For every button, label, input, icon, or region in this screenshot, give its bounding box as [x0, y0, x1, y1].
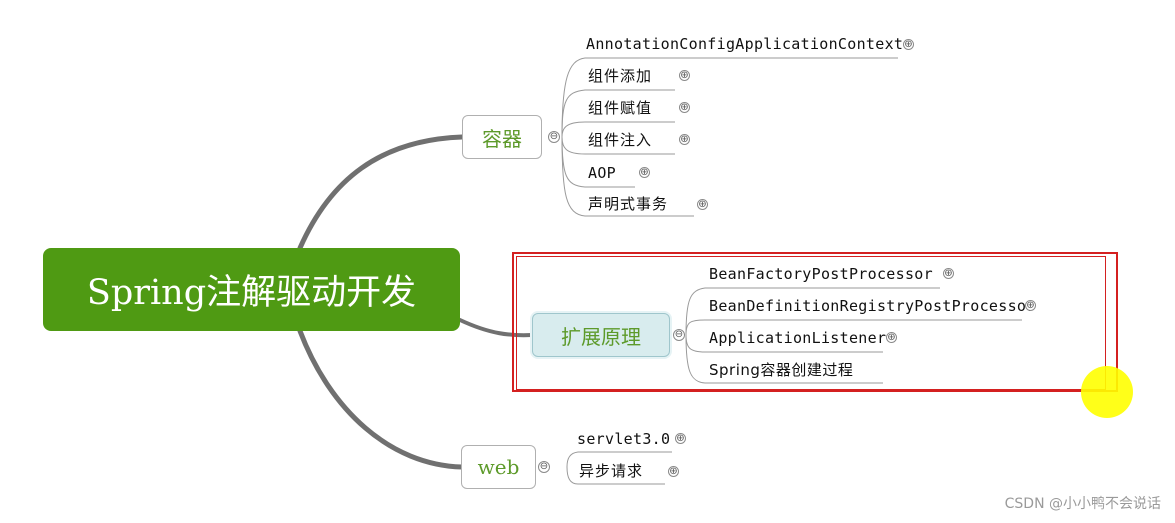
collapse-icon[interactable]: ⊖: [548, 131, 560, 143]
branch-web-label: web: [477, 455, 520, 479]
expand-icon[interactable]: ⊕: [675, 433, 686, 444]
leaf-component-add[interactable]: 组件添加: [588, 67, 653, 85]
branch-container-label: 容器: [482, 126, 522, 151]
branch-web[interactable]: web: [461, 445, 536, 489]
watermark: CSDN @小小鸭不会说话: [1004, 496, 1161, 512]
expand-icon[interactable]: ⊕: [697, 199, 708, 210]
collapse-icon[interactable]: ⊖: [538, 461, 550, 473]
leaf-annotation-config[interactable]: AnnotationConfigApplicationContext: [586, 35, 904, 53]
collapse-icon[interactable]: ⊖: [673, 329, 685, 341]
leaf-declarative-tx[interactable]: 声明式事务: [588, 195, 669, 213]
expand-icon[interactable]: ⊕: [679, 102, 690, 113]
expand-icon[interactable]: ⊕: [1025, 300, 1036, 311]
leaf-application-listener[interactable]: ApplicationListener: [709, 329, 887, 347]
leaf-bean-definition-registry-pp[interactable]: BeanDefinitionRegistryPostProcessor: [709, 297, 1036, 315]
branch-extension-label: 扩展原理: [561, 324, 641, 349]
expand-icon[interactable]: ⊕: [943, 268, 954, 279]
expand-icon[interactable]: ⊕: [639, 167, 650, 178]
expand-icon[interactable]: ⊕: [679, 134, 690, 145]
cursor-highlight: [1081, 366, 1133, 418]
root-node-label: Spring注解驱动开发: [86, 273, 417, 313]
leaf-component-inject[interactable]: 组件注入: [588, 131, 653, 149]
leaf-component-assign[interactable]: 组件赋值: [588, 99, 653, 117]
expand-icon[interactable]: ⊕: [886, 332, 897, 343]
expand-icon[interactable]: ⊕: [903, 39, 914, 50]
expand-icon[interactable]: ⊕: [668, 466, 679, 477]
branch-extension[interactable]: 扩展原理: [532, 313, 670, 357]
branch-container[interactable]: 容器: [462, 115, 542, 159]
leaf-bean-factory-pp[interactable]: BeanFactoryPostProcessor: [709, 265, 933, 283]
root-node[interactable]: Spring注解驱动开发: [43, 248, 460, 331]
leaf-spring-container-creation[interactable]: Spring容器创建过程: [709, 361, 854, 379]
expand-icon[interactable]: ⊕: [679, 70, 690, 81]
leaf-async-request[interactable]: 异步请求: [579, 462, 644, 480]
leaf-servlet3[interactable]: servlet3.0: [577, 430, 671, 448]
leaf-aop[interactable]: AOP: [588, 164, 616, 182]
